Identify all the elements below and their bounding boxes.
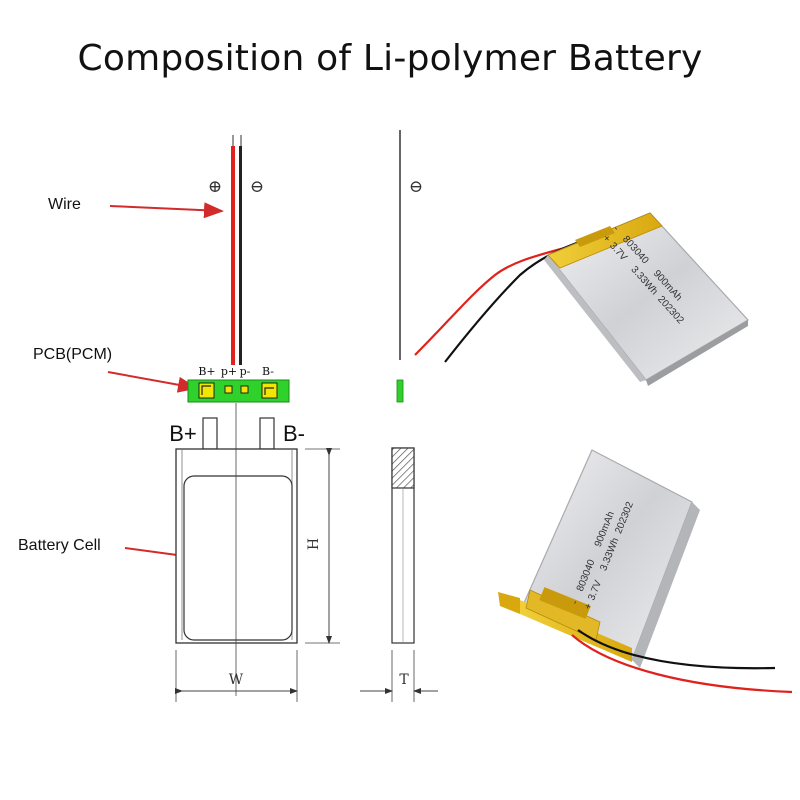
minus-symbol: ⊖ bbox=[250, 177, 264, 197]
pcb-pad-p-minus bbox=[240, 385, 249, 394]
tab-positive bbox=[202, 417, 218, 450]
page-title: Composition of Li-polymer Battery bbox=[77, 38, 703, 79]
side-hatch bbox=[391, 447, 415, 489]
photo-bottom-neg-mark: - bbox=[570, 599, 581, 606]
plus-symbol: ⊕ bbox=[208, 177, 222, 197]
side-pcb bbox=[396, 379, 404, 403]
terminal-b-plus-label: B+ bbox=[169, 421, 197, 446]
side-minus-symbol: ⊖ bbox=[409, 177, 423, 197]
terminal-b-minus-label: B- bbox=[283, 421, 305, 446]
pcb-pad-p-plus bbox=[224, 385, 233, 394]
wire-label: Wire bbox=[48, 196, 81, 213]
tab-negative bbox=[259, 417, 275, 450]
red-wire bbox=[231, 146, 235, 365]
black-wire bbox=[239, 146, 242, 365]
photo-bottom-black-wire bbox=[577, 629, 776, 670]
photo-bottom-pos-mark: + bbox=[583, 602, 595, 612]
pcb-pad-label-b-plus: B+ bbox=[198, 365, 215, 378]
photo-bottom-red-wire bbox=[571, 634, 793, 694]
pcb-pad-b-plus bbox=[198, 382, 215, 399]
pcb-label: PCB(PCM) bbox=[33, 346, 112, 363]
pcb-callout: PCB(PCM) bbox=[33, 346, 198, 393]
pcb-pad-label-b-minus: B- bbox=[262, 365, 274, 378]
wire-arrow bbox=[109, 202, 224, 219]
cell-body bbox=[183, 475, 293, 641]
battery-cell-label: Battery Cell bbox=[18, 537, 101, 554]
battery-photo-bottom: 803040 900mAh + 3.7V 3.33Wh 202302 - bbox=[498, 449, 793, 694]
photo-top-neg-mark: - bbox=[611, 224, 621, 234]
pcb-arrow bbox=[107, 371, 198, 393]
width-label: W bbox=[229, 672, 244, 688]
pcb-pad-label-p-minus: p- bbox=[240, 365, 251, 378]
side-view: ⊖ T bbox=[360, 130, 438, 702]
battery-photo-top: - 803040 900mAh + 3.7V 3.33Wh 202302 bbox=[414, 212, 749, 386]
pcb-pad-b-minus bbox=[261, 382, 278, 399]
pcb-pad-label-p-plus: p+ bbox=[221, 365, 237, 378]
front-view: ⊕ ⊖ B+ p+ p- B- B+ B- bbox=[169, 135, 340, 702]
thickness-label: T bbox=[399, 672, 409, 688]
photo-top-red-wire bbox=[414, 243, 576, 356]
height-label: H bbox=[306, 538, 322, 550]
photo-top-pos-mark: + bbox=[600, 233, 612, 245]
wire-callout: Wire bbox=[48, 196, 224, 219]
